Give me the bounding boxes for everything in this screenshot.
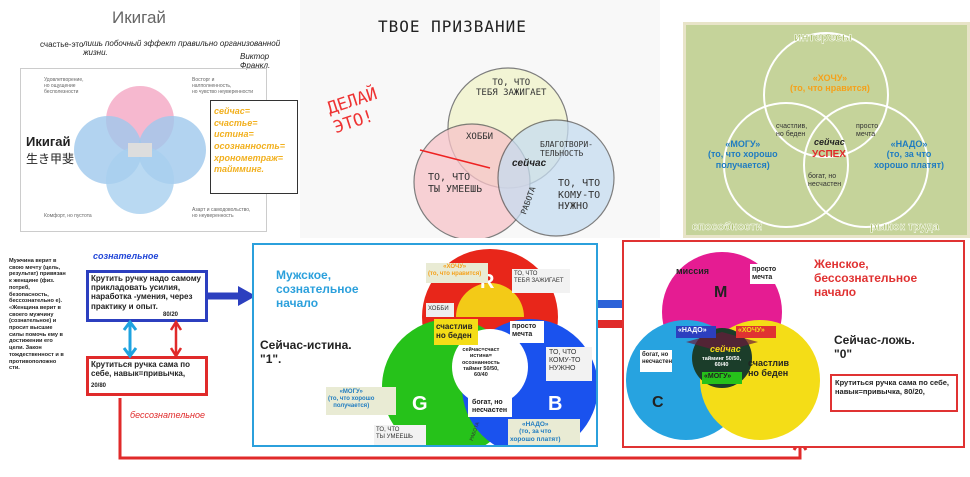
green-abilities: способности	[692, 221, 763, 233]
male-hobby-bg	[426, 303, 454, 317]
male-panel: Мужское, сознательное начало Сейчас-исти…	[252, 243, 598, 447]
female-mission: миссия	[676, 266, 709, 276]
sketch-now: сейчас	[512, 158, 547, 169]
side-note-2: Восторг и налполненность, но чувство неу…	[192, 77, 254, 95]
cmy-venn	[626, 252, 820, 440]
male-title: Мужское, сознательное начало	[276, 268, 359, 310]
female-panel: Женское, бессознательное начало миссия п…	[622, 240, 965, 448]
green-success: УСПЕХ	[812, 149, 846, 160]
sketch-right: ТО, ЧТО КОМУ-ТО НУЖНО	[558, 178, 601, 212]
female-want: «ХОЧУ»	[738, 327, 765, 334]
annotation-text: сейчас= счастье= истина= осознанность= х…	[214, 106, 286, 175]
practice-ratio: 80/20	[163, 312, 179, 318]
female-want-bg	[736, 326, 776, 338]
side-note-4: Азарт и самодовольство, но неуверенность	[192, 207, 251, 219]
male-can: «МОГУ» (то, что хорошо получается)	[328, 389, 375, 409]
practice-text: Крутить ручку надо самому прикладовать у…	[91, 274, 201, 311]
green-must: «НАДО» (то, за что хорошо платят)	[874, 139, 944, 170]
male-rich-unhappy: богат, но несчастен	[472, 399, 508, 415]
male-must-bg	[508, 419, 580, 445]
male-happy-poor: счастлив но беден	[436, 322, 473, 341]
female-habit-box	[830, 374, 958, 412]
female-center-now: сейчас	[710, 344, 741, 354]
green-market: рынок труда	[870, 221, 939, 233]
ikigai-label: Икигай	[26, 134, 71, 149]
ikigai-panel: Икигай счастье-это лишь побочный эффект …	[0, 0, 300, 238]
male-just-dream-bg	[510, 321, 544, 343]
male-rich-unhappy-bg	[468, 397, 512, 417]
habit-ratio: 20/80	[91, 383, 107, 389]
sketch-left: ТО, ЧТО ТЫ УМЕЕШЬ	[428, 172, 483, 195]
male-hobby: ХОББИ	[428, 306, 449, 312]
female-habit-text: Крутиться ручка сама по себе, навык=прив…	[835, 378, 950, 396]
conscious-label: сознательное	[93, 251, 159, 261]
habit-text: Крутиться ручка сама по себе, навык=прив…	[91, 360, 190, 379]
male-must: «НАДО» (то, за что хорошо платят)	[510, 421, 561, 443]
unconscious-label: бессознательное	[130, 410, 205, 420]
male-want: «ХОЧУ» (то, что нравится)	[428, 264, 482, 277]
male-g-letter: G	[412, 393, 428, 415]
female-must: «НАДО»	[678, 327, 707, 334]
female-happy-poor: счастлив но беден	[748, 358, 790, 379]
male-now-truth: Сейчас-истина. "1".	[260, 338, 352, 366]
female-rich-unhappy-bg	[640, 350, 672, 372]
green-venn-circles	[723, 32, 929, 228]
female-can: «МОГУ»	[704, 373, 732, 380]
male-left-sketch-bg	[374, 425, 426, 445]
male-top-sketch: ТО, ЧТО ТЕБЯ ЗАЖИГАЕТ	[514, 271, 564, 284]
female-must-bg	[676, 326, 716, 338]
male-can-bg	[326, 387, 396, 415]
male-happy-poor-bg	[434, 319, 478, 345]
sketch-panel: ТВОЕ ПРИЗВАНИЕ ДЕЛАЙ ЭТО! ТО, ЧТО ТЕБЯ З…	[300, 0, 660, 238]
green-want: «ХОЧУ» (то, что нравится)	[790, 73, 870, 94]
green-can: «МОГУ» (то, что хорошо получается)	[708, 139, 778, 170]
ikigai-kanji: 生き甲斐	[26, 152, 75, 166]
female-m-letter: M	[714, 284, 728, 301]
male-left-sketch: ТО, ЧТО ТЫ УМЕЕШЬ	[376, 427, 413, 440]
habit-box	[86, 356, 208, 396]
green-happy-poor: счастлив, но беден	[776, 123, 808, 139]
female-c-letter: C	[652, 394, 664, 411]
male-want-bg	[426, 263, 488, 283]
sketch-venn	[413, 67, 615, 238]
side-note-3: Комфорт, но пустота	[44, 213, 92, 219]
male-right-sketch-bg	[546, 347, 592, 381]
ikigai-venn	[74, 86, 206, 214]
green-just-dream: просто мечта	[856, 123, 879, 139]
left-paragraph: Мужчина верит в свою мечту (цель, резуль…	[9, 258, 66, 372]
sketch-top-text: ТО, ЧТО ТЕБЯ ЗАЖИГАЕТ	[476, 78, 547, 99]
ikigai-title: Икигай	[112, 8, 166, 27]
female-can-bg	[702, 372, 742, 384]
side-note-1: Удовлетворение, но ощущение бесполезност…	[44, 77, 84, 95]
male-top-sketch-bg	[512, 269, 570, 293]
male-center: сейчас=счаст истина= осознанность таймнг…	[462, 347, 500, 379]
male-b-letter: B	[548, 393, 563, 415]
sketch-hobby: ХОББИ	[466, 132, 494, 142]
female-rich-unhappy: богат, но несчастен	[642, 352, 673, 365]
green-interests: интересы	[794, 30, 852, 44]
quote-text: лишь побочный эффект правильно организов…	[83, 39, 281, 58]
green-venn-panel: интересы «ХОЧУ» (то, что нравится) счаст…	[683, 22, 970, 238]
sketch-charity: БЛАГОТВОРИ- ТЕЛЬНОСТЬ	[540, 140, 593, 159]
practice-box	[86, 270, 208, 322]
female-title: Женское, бессознательное начало	[814, 257, 918, 299]
female-just-dream-bg	[750, 264, 780, 284]
green-rich-unhappy: богат, но несчастен	[808, 173, 842, 189]
female-just-dream: просто мечта	[752, 266, 777, 282]
female-now-false: Сейчас-ложь. "0"	[834, 333, 915, 361]
quote-author: Виктор Франкл.	[240, 52, 271, 71]
sketch-title: ТВОЕ ПРИЗВАНИЕ	[378, 17, 527, 36]
male-just-dream: просто мечта	[512, 323, 537, 339]
annotation-box	[210, 100, 298, 194]
quote-prefix: счастье-это	[40, 40, 84, 49]
male-right-sketch: ТО, ЧТО КОМУ-ТО НУЖНО	[549, 349, 581, 373]
green-now: сейчас	[814, 137, 845, 147]
female-center: тайминг 50/50, 60/40	[702, 356, 742, 369]
